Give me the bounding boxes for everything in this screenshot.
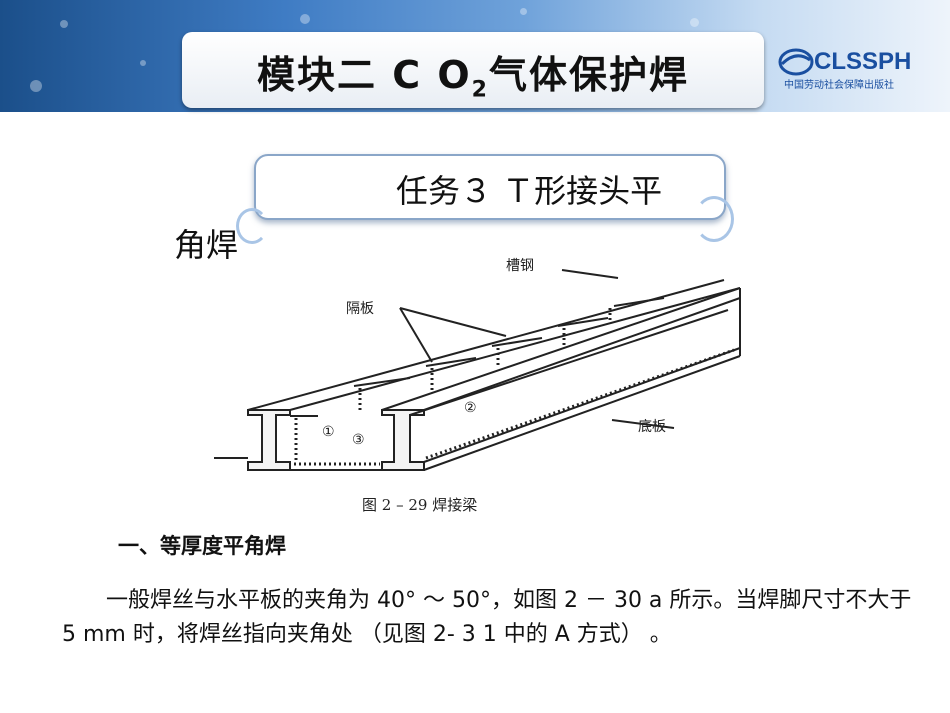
marker-2: ② bbox=[464, 400, 477, 416]
i-beam-front-right bbox=[381, 409, 425, 471]
bottom-flange-lower bbox=[423, 355, 741, 471]
leader-partition-b bbox=[399, 307, 507, 337]
partition-3 bbox=[425, 357, 477, 367]
logo-subtext: 中国劳动社会保障出版社 bbox=[784, 80, 894, 91]
leader-channel bbox=[561, 269, 619, 279]
publisher-logo: CLSSPH 中国劳动社会保障出版社 bbox=[778, 44, 928, 94]
module-title-prefix: 模块二 C O bbox=[257, 53, 472, 97]
web-line-right bbox=[409, 309, 729, 416]
module-title-box: 模块二 C O2气体保护焊 bbox=[182, 32, 764, 108]
banner-sparkle bbox=[690, 18, 699, 27]
leader-partition-a bbox=[399, 307, 433, 363]
partition-4 bbox=[491, 337, 543, 347]
module-title-subscript: 2 bbox=[471, 77, 489, 103]
welded-beam-figure bbox=[214, 269, 741, 471]
task-title-line2: 角焊 bbox=[174, 226, 239, 264]
banner-sparkle bbox=[30, 80, 42, 92]
label-base-plate: 底板 bbox=[638, 419, 666, 435]
task-title-box bbox=[254, 154, 726, 220]
task-title-line1: 任务３ Ｔ形接头平 bbox=[396, 172, 663, 210]
figure-caption: 图 2 – 29 焊接梁 bbox=[362, 496, 478, 514]
i-beam-front-left bbox=[247, 409, 291, 471]
partition-2 bbox=[353, 377, 411, 387]
banner-sparkle bbox=[60, 20, 68, 28]
label-partition: 隔板 bbox=[346, 301, 374, 317]
partition-6 bbox=[613, 297, 665, 307]
banner-sparkle bbox=[300, 14, 310, 24]
weld-seam bbox=[425, 348, 735, 460]
section-heading: 一、等厚度平角焊 bbox=[118, 534, 286, 558]
banner-sparkle bbox=[140, 60, 146, 66]
leader-base bbox=[611, 419, 675, 429]
section-paragraph: 一般焊丝与水平板的夹角为 40° ～ 50°，如图 2 － 30 a 所示。当焊… bbox=[62, 588, 912, 647]
banner-sparkle bbox=[520, 8, 527, 15]
marker-1: ① bbox=[322, 424, 335, 440]
top-edge-near bbox=[289, 287, 741, 411]
globe-icon bbox=[778, 48, 814, 76]
swirl-decoration bbox=[694, 196, 734, 242]
top-flange-right bbox=[423, 297, 741, 411]
module-title: 模块二 C O2气体保护焊 bbox=[182, 44, 764, 103]
marker-3: ③ bbox=[352, 432, 365, 448]
label-channel-steel: 槽钢 bbox=[506, 258, 534, 274]
partition-5 bbox=[557, 317, 609, 327]
top-edge-right bbox=[381, 287, 741, 411]
swirl-decoration bbox=[236, 208, 268, 244]
module-title-suffix: 气体保护焊 bbox=[488, 53, 689, 97]
logo-text: CLSSPH bbox=[814, 48, 912, 75]
